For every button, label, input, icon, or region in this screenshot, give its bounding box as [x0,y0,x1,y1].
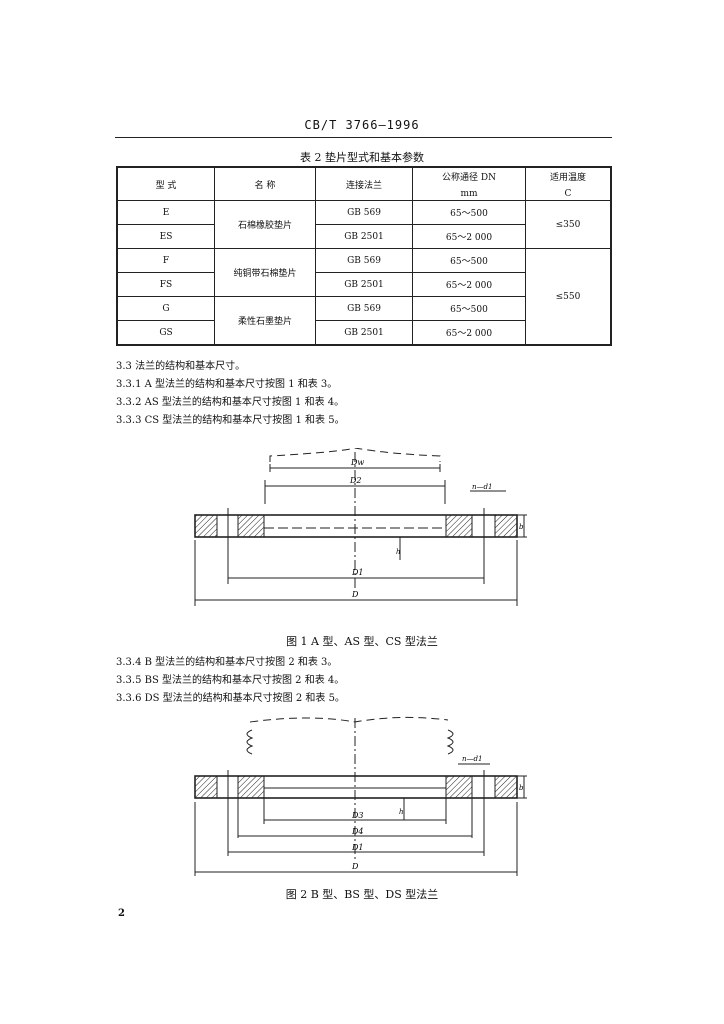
cell-flange: GB 2501 [315,320,413,346]
cell-dn: 65～500 [412,248,526,273]
label-b: b [519,523,524,531]
label-n-d1: n—d1 [472,483,492,491]
clause-3-3-4: 3.3.4 B 型法兰的结构和基本尺寸按图 2 和表 3。 [116,657,338,668]
label-d4: D4 [351,827,364,836]
label-h: h [396,548,401,556]
header-dn-line2: mm [460,188,478,199]
cell-dn: 65～2 000 [412,224,526,249]
table-row: GS GB 2501 65～2 000 [116,320,611,346]
label-d1: D1 [351,843,364,852]
cell-dn: 65～2 000 [412,320,526,346]
label-dw: Dw [350,458,364,467]
cell-flange: GB 569 [315,200,413,225]
label-n-d1: n—d1 [462,755,482,763]
cell-dn: 65～2 000 [412,272,526,297]
label-d3: D3 [351,811,364,820]
cell-type: ES [116,224,215,249]
clause-3-3-5: 3.3.5 BS 型法兰的结构和基本尺寸按图 2 和表 4。 [116,675,345,686]
cell-type: F [116,248,215,273]
cell-name: 柔性石墨垫片 [214,296,316,346]
figure-2-drawing: n—d1 b h D3 D4 D1 D [194,716,527,876]
figure-2-caption: 图 2 B 型、BS 型、DS 型法兰 [285,888,439,901]
header-temp-line1: 适用温度 [549,172,586,183]
label-d2: D2 [349,476,362,485]
label-b: b [519,784,524,792]
header-rule [115,137,612,138]
cell-flange: GB 569 [315,296,413,321]
figure-1-drawing: Dw D2 n—d1 b h D1 D [194,448,527,606]
page-number: 2 [118,908,125,919]
table-header-row: 型 式 名 称 连接法兰 公称通径 DN mm 适用温度 C [116,166,612,201]
table-row: FS GB 2501 65～2 000 [116,272,611,297]
table-caption: 表 2 垫片型式和基本参数 [300,151,424,164]
cell-type: E [116,200,215,225]
header-type: 型 式 [116,166,215,201]
cell-dn: 65～500 [412,200,526,225]
table-row: F 纯铜带石棉垫片 GB 569 65～500 ≤550 [116,248,612,346]
header-dn-line1: 公称通径 DN [442,172,496,183]
cell-type: FS [116,272,215,297]
header-flange: 连接法兰 [315,166,413,201]
gasket-table: 型 式 名 称 连接法兰 公称通径 DN mm 适用温度 C E 石棉橡胶垫片 … [116,166,612,346]
cell-flange: GB 2501 [315,224,413,249]
header-temp: 适用温度 C [525,166,612,201]
clause-3-3-1: 3.3.1 A 型法兰的结构和基本尺寸按图 1 和表 3。 [116,379,338,390]
cell-temp: ≤350 [525,200,612,249]
figure-1-caption: 图 1 A 型、AS 型、CS 型法兰 [286,635,438,648]
header-dn: 公称通径 DN mm [412,166,526,201]
label-h: h [399,808,404,816]
cell-flange: GB 569 [315,248,413,273]
cell-type: G [116,296,215,321]
table-row: G 柔性石墨垫片 GB 569 65～500 [116,296,611,346]
standard-header: CB/T 3766—1996 [304,118,420,132]
label-d: D [351,862,359,871]
table-row: E 石棉橡胶垫片 GB 569 65～500 ≤350 [116,200,612,249]
cell-temp: ≤550 [525,248,612,346]
clause-3-3: 3.3 法兰的结构和基本尺寸。 [116,361,246,372]
clause-3-3-3: 3.3.3 CS 型法兰的结构和基本尺寸按图 1 和表 5。 [116,415,345,426]
label-d: D [351,590,359,599]
clause-3-3-2: 3.3.2 AS 型法兰的结构和基本尺寸按图 1 和表 4。 [116,397,345,408]
cell-dn: 65～500 [412,296,526,321]
cell-name: 纯铜带石棉垫片 [214,248,316,297]
pipe-outline [249,716,449,723]
cell-name: 石棉橡胶垫片 [214,200,316,249]
label-d1: D1 [351,568,364,577]
cell-flange: GB 2501 [315,272,413,297]
header-name: 名 称 [214,166,316,201]
clause-3-3-6: 3.3.6 DS 型法兰的结构和基本尺寸按图 2 和表 5。 [116,693,345,704]
header-temp-line2: C [564,188,572,199]
cell-type: GS [116,320,215,346]
